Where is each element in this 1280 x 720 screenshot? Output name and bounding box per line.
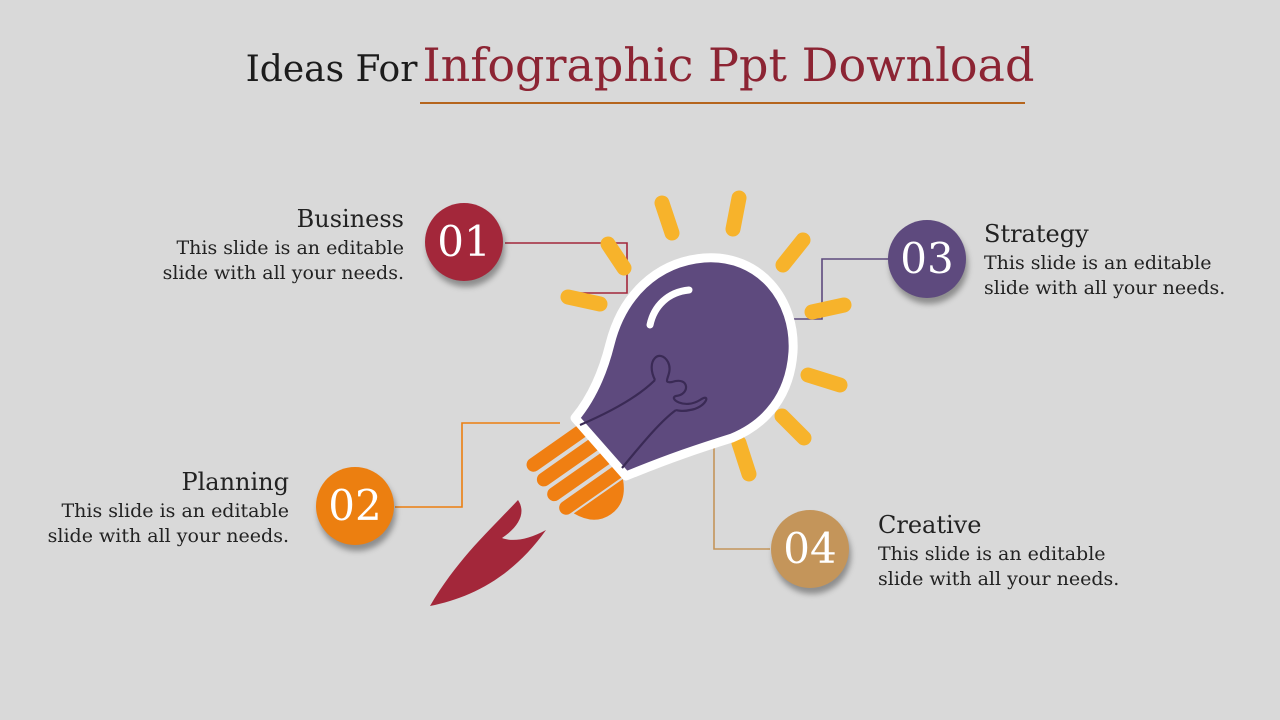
number-badge-02: 02: [316, 467, 394, 545]
item-02-title: Planning: [181, 468, 289, 496]
item-01-title: Business: [296, 205, 404, 233]
item-03-description: This slide is an editable slide with all…: [984, 251, 1234, 301]
number-badge-04: 04: [771, 510, 849, 588]
ray: [560, 289, 608, 312]
item-04-description: This slide is an editable slide with all…: [878, 542, 1128, 592]
connector-02: [395, 422, 560, 508]
ray: [725, 190, 747, 237]
page-title: Ideas For Infographic Ppt Download: [0, 38, 1280, 92]
title-underline: [420, 102, 1025, 104]
number-badge-03: 03: [888, 220, 966, 298]
light-rays: [560, 190, 852, 482]
title-main: Infographic Ppt Download: [422, 38, 1035, 92]
ray: [600, 236, 632, 276]
item-03-desc-line1: This slide is an editable: [984, 252, 1212, 274]
item-04-title: Creative: [878, 511, 982, 539]
item-01-description: This slide is an editable slide with all…: [154, 236, 404, 286]
rocket-flame-icon: [430, 500, 546, 606]
bulb-highlight: [646, 286, 693, 329]
filament-wire: [621, 409, 677, 469]
bulb-base: [526, 417, 628, 520]
item-01-desc-line2: slide with all your needs.: [162, 262, 404, 284]
item-03-title: Strategy: [984, 220, 1089, 248]
bulb-filament: [579, 354, 708, 469]
title-prefix: Ideas For: [245, 49, 418, 90]
filament-coil: [650, 354, 708, 412]
ray: [654, 195, 680, 241]
number-badge-01: 01: [425, 203, 503, 281]
item-04-desc-line1: This slide is an editable: [878, 543, 1106, 565]
item-01-desc-line1: This slide is an editable: [176, 237, 404, 259]
base-ring: [559, 462, 628, 515]
base-tip: [573, 479, 624, 520]
item-02-description: This slide is an editable slide with all…: [39, 499, 289, 549]
ray: [774, 408, 812, 446]
base-ring: [547, 447, 619, 502]
item-02-desc-line1: This slide is an editable: [61, 500, 289, 522]
filament-wire: [579, 379, 656, 427]
item-02-desc-line2: slide with all your needs.: [47, 525, 289, 547]
ray: [800, 367, 848, 393]
base-ring: [536, 432, 609, 487]
base-ring: [526, 417, 598, 472]
ray: [804, 297, 852, 320]
item-04-desc-line2: slide with all your needs.: [878, 568, 1120, 590]
ray: [775, 232, 811, 273]
connector-03: [780, 258, 888, 320]
item-03-desc-line2: slide with all your needs.: [984, 277, 1226, 299]
lightbulb-icon: [570, 253, 798, 481]
ray: [731, 435, 757, 482]
